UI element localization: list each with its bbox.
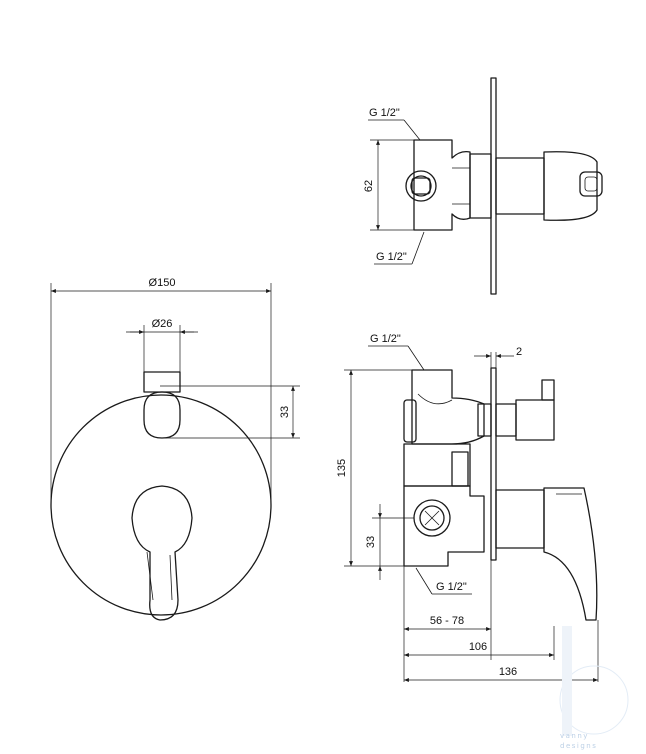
cartridge-knob	[579, 171, 603, 197]
side-plate	[490, 367, 497, 561]
valve-body-top	[413, 139, 471, 231]
valve-collar	[469, 153, 492, 219]
dim-33-side: 33	[365, 536, 377, 548]
dim-135: 135	[336, 459, 348, 477]
mixer-lever	[131, 485, 193, 621]
dim-56-78: 56 - 78	[430, 615, 464, 627]
cover-plate	[50, 394, 272, 616]
thread-label-side-top: G 1/2"	[370, 333, 401, 345]
thread-label-top-1: G 1/2"	[369, 107, 400, 119]
top-plate	[490, 77, 497, 295]
front-view: Ø150 Ø26 33	[50, 277, 300, 621]
lever-side	[543, 487, 598, 621]
watermark-line1: vanny	[560, 732, 589, 740]
diverter-spindle	[515, 399, 555, 441]
inlet-ring	[405, 170, 437, 202]
lower-inlet	[403, 485, 485, 567]
cartridge-cap	[543, 151, 598, 221]
dim-33-front: 33	[279, 406, 291, 418]
diverter-knob	[143, 391, 181, 439]
dim-plate-diameter: Ø150	[149, 277, 176, 289]
thread-label-top-2: G 1/2"	[376, 251, 407, 263]
dim-62: 62	[363, 180, 375, 192]
valve-body-middle	[403, 443, 471, 487]
lever-sleeve	[495, 489, 545, 549]
diverter-knob-top	[143, 371, 181, 393]
watermark-line2: designs	[560, 742, 597, 750]
dim-2: 2	[516, 346, 522, 358]
watermark: vanny designs	[559, 626, 629, 750]
side-view: G 1/2" 2 135 33 G 1/2" 56 - 78 106 136	[336, 333, 599, 682]
lever-detail	[146, 551, 173, 601]
valve-sleeve	[495, 157, 545, 215]
dim-106: 106	[469, 641, 487, 653]
upper-outlet	[411, 369, 485, 445]
dim-handle-diameter: Ø26	[152, 318, 173, 330]
thread-label-side-bottom: G 1/2"	[436, 581, 467, 593]
dim-136: 136	[499, 666, 517, 678]
top-view: 62 G 1/2" G 1/2"	[363, 77, 603, 295]
